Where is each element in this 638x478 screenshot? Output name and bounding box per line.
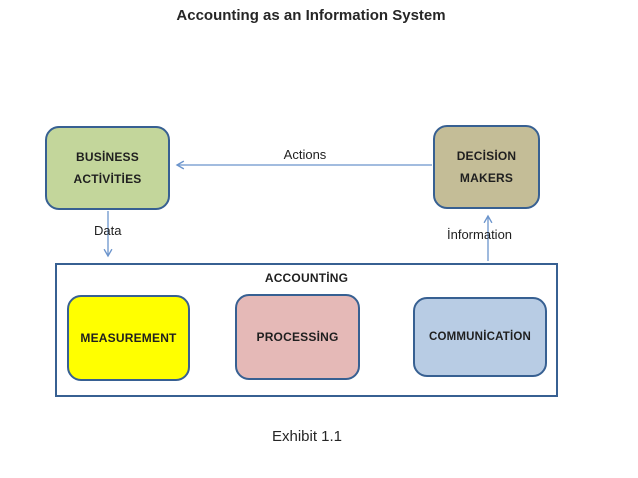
actions-label: Actions — [283, 147, 327, 162]
processing-label: PROCESSİNG — [256, 330, 339, 344]
page-title: Accounting as an Information System — [176, 7, 446, 24]
business-activities-label: BUSİNESS ACTİVİTİES — [73, 150, 142, 186]
decision-makers-box: DECİSİON MAKERS — [433, 125, 540, 209]
measurement-box: MEASUREMENT — [67, 295, 190, 381]
decision-makers-label: DECİSİON MAKERS — [456, 149, 517, 185]
measurement-label: MEASUREMENT — [80, 331, 177, 345]
data-label: Data — [94, 223, 122, 238]
information-label: İnformation — [447, 227, 513, 242]
business-activities-box: BUSİNESS ACTİVİTİES — [45, 126, 170, 210]
exhibit-caption: Exhibit 1.1 — [271, 428, 343, 445]
accounting-label: ACCOUNTİNG — [264, 271, 349, 285]
processing-box: PROCESSİNG — [235, 294, 360, 380]
accounting-container: ACCOUNTİNG MEASUREMENT PROCESSİNG COMMUN… — [55, 263, 558, 397]
communication-label: COMMUNİCATİON — [428, 331, 532, 343]
communication-box: COMMUNİCATİON — [413, 297, 547, 377]
